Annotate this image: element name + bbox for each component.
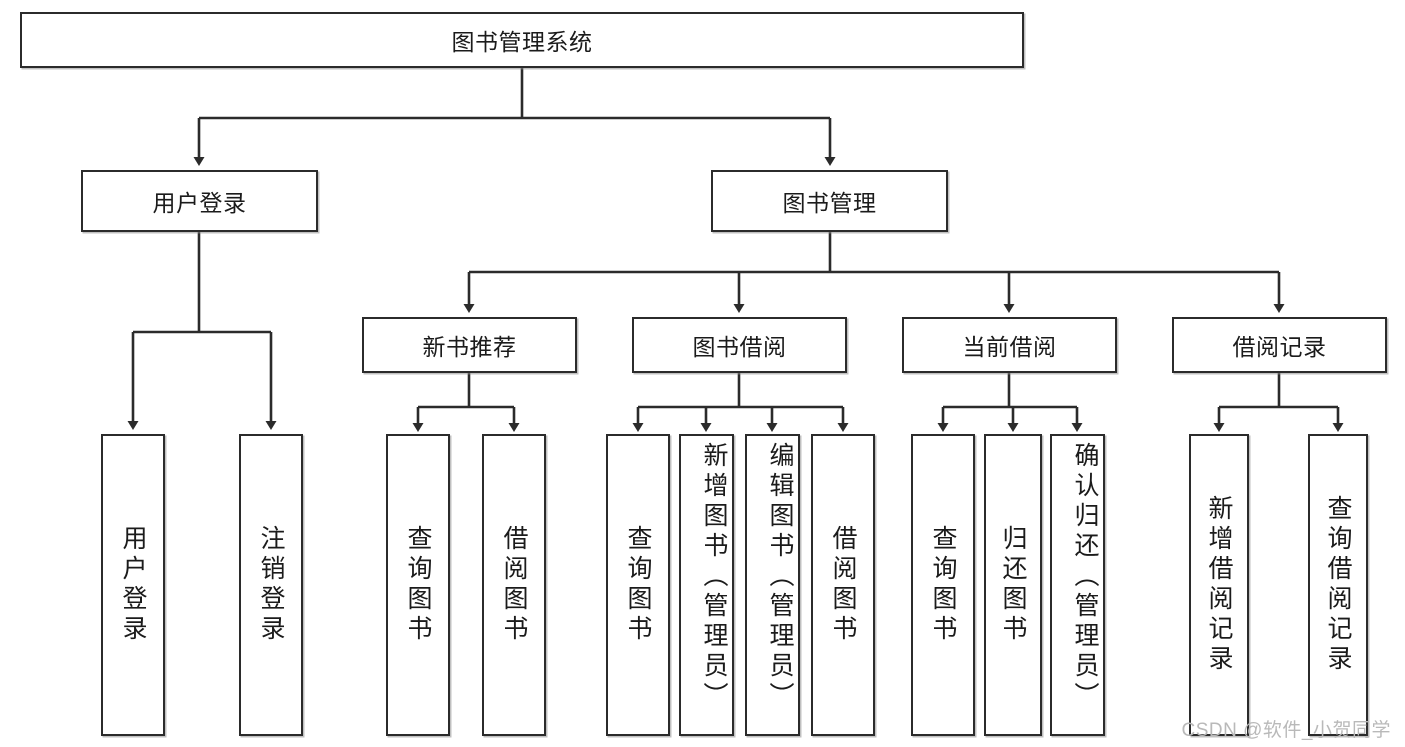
node-leaf-user-login[interactable]: 用户登录 xyxy=(101,434,165,736)
node-leaf-borrow-book-1[interactable]: 借阅图书 xyxy=(482,434,546,736)
node-root[interactable]: 图书管理系统 xyxy=(20,12,1024,68)
csdn-watermark: CSDN @软件_小贺同学 xyxy=(1181,720,1391,741)
node-leaf-edit-book[interactable]: 编辑图书（管理员） xyxy=(745,434,800,736)
node-leaf-query-record[interactable]: 查询借阅记录 xyxy=(1308,434,1368,736)
node-new-book-recommend[interactable]: 新书推荐 xyxy=(362,317,577,373)
node-leaf-add-record-label: 新增借阅记录 xyxy=(1205,495,1233,675)
node-leaf-query-book-3-label: 查询图书 xyxy=(929,525,957,645)
node-leaf-add-record[interactable]: 新增借阅记录 xyxy=(1189,434,1249,736)
node-borrow-record-label: 借阅记录 xyxy=(1232,334,1327,360)
node-current-borrow-label: 当前借阅 xyxy=(962,334,1057,360)
node-leaf-add-book[interactable]: 新增图书（管理员） xyxy=(679,434,734,736)
node-leaf-query-book-2[interactable]: 查询图书 xyxy=(606,434,670,736)
node-user-login[interactable]: 用户登录 xyxy=(81,170,318,232)
node-leaf-query-book-1[interactable]: 查询图书 xyxy=(386,434,450,736)
node-new-book-recommend-label: 新书推荐 xyxy=(422,334,517,360)
node-book-manage[interactable]: 图书管理 xyxy=(711,170,948,232)
node-leaf-edit-book-label: 编辑图书（管理员） xyxy=(766,442,794,712)
node-leaf-return-book-label: 归还图书 xyxy=(999,525,1027,645)
node-leaf-query-book-3[interactable]: 查询图书 xyxy=(911,434,975,736)
node-book-borrow[interactable]: 图书借阅 xyxy=(632,317,847,373)
node-leaf-query-book-2-label: 查询图书 xyxy=(624,525,652,645)
node-leaf-query-record-label: 查询借阅记录 xyxy=(1324,495,1352,675)
node-leaf-return-book[interactable]: 归还图书 xyxy=(984,434,1042,736)
node-leaf-logout[interactable]: 注销登录 xyxy=(239,434,303,736)
node-leaf-borrow-book-1-label: 借阅图书 xyxy=(500,525,528,645)
node-borrow-record[interactable]: 借阅记录 xyxy=(1172,317,1387,373)
node-leaf-logout-label: 注销登录 xyxy=(257,525,285,645)
node-leaf-add-book-label: 新增图书（管理员） xyxy=(700,442,728,712)
node-current-borrow[interactable]: 当前借阅 xyxy=(902,317,1117,373)
node-leaf-query-book-1-label: 查询图书 xyxy=(404,525,432,645)
node-book-manage-label: 图书管理 xyxy=(782,190,877,216)
node-root-label: 图书管理系统 xyxy=(451,29,593,55)
node-leaf-user-login-label: 用户登录 xyxy=(119,525,147,645)
node-leaf-confirm-return-label: 确认归还（管理员） xyxy=(1071,442,1099,712)
node-book-borrow-label: 图书借阅 xyxy=(692,334,787,360)
node-leaf-borrow-book-2[interactable]: 借阅图书 xyxy=(811,434,875,736)
node-user-login-label: 用户登录 xyxy=(152,190,247,216)
node-leaf-confirm-return[interactable]: 确认归还（管理员） xyxy=(1050,434,1105,736)
node-leaf-borrow-book-2-label: 借阅图书 xyxy=(829,525,857,645)
